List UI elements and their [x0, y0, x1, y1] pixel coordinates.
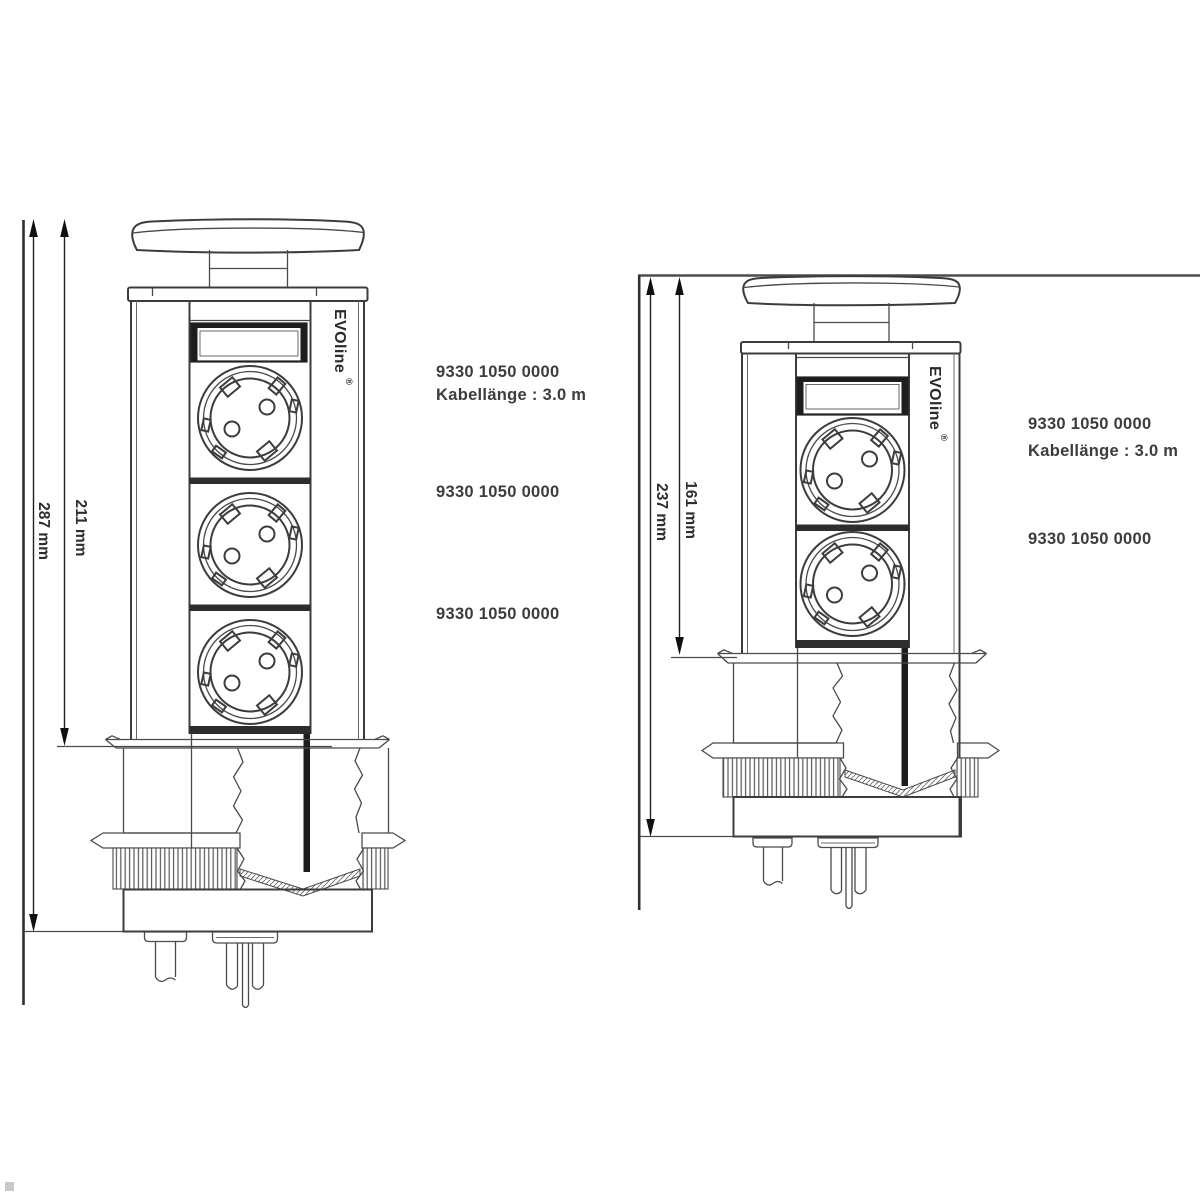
socket-column [795, 353, 910, 648]
socket-outlet-2 [197, 492, 303, 598]
socket-outlet-3 [197, 619, 303, 725]
scan-artifact [5, 1182, 14, 1191]
clamping-nut [112, 847, 389, 897]
power-cable [211, 931, 279, 1009]
dimension-total-height: 287 mm [29, 219, 52, 932]
socket-outlet-1 [799, 417, 906, 523]
dimension-above-counter: 211 mm [57, 219, 332, 748]
arrow-up-icon [675, 277, 684, 295]
registered-mark: ® [343, 378, 354, 385]
push-cap [131, 218, 365, 254]
counter-slab [732, 662, 958, 744]
arrow-down-icon [60, 728, 69, 746]
right-diagram: 237 mm 161 mm [637, 274, 1200, 910]
module-divider [189, 477, 311, 484]
torn-section-hatch [239, 868, 361, 897]
clamp-washer [89, 832, 407, 849]
blank-module-window [796, 376, 909, 416]
socket-column [188, 301, 312, 734]
module-divider [189, 604, 311, 611]
arrow-up-icon [29, 219, 38, 237]
push-cap [742, 275, 961, 307]
top-collar [740, 341, 962, 355]
dimension-label-total: 287 mm [35, 502, 52, 560]
arrow-up-icon [646, 277, 655, 295]
dimension-label-above-counter: 161 mm [682, 481, 699, 539]
top-collar [127, 286, 369, 302]
power-cable [817, 837, 879, 910]
dimension-label-total: 237 mm [653, 483, 670, 541]
torn-section-hatch [844, 769, 956, 798]
column-base-band [796, 640, 909, 648]
cable-length-label: Kabellänge : 3.0 m [436, 386, 586, 404]
dimension-label-above-counter: 211 mm [72, 500, 89, 557]
module-divider [796, 524, 909, 531]
arrow-down-icon [29, 914, 38, 932]
housing-shell [130, 301, 365, 740]
column-below-counter [796, 648, 908, 786]
registered-mark: ® [938, 434, 949, 441]
dimension-total-height: 237 mm [646, 277, 670, 837]
arrow-up-icon [60, 219, 69, 237]
part-number: 9330 1050 0000 [1028, 530, 1152, 548]
brand-logo: EVOline [926, 366, 943, 430]
clamping-nut [722, 757, 979, 798]
counter-flange [717, 649, 987, 664]
arrow-down-icon [646, 819, 655, 837]
base-housing [122, 888, 373, 933]
part-number: 9330 1050 0000 [1028, 415, 1152, 433]
brand-logo: EVOline [331, 309, 348, 373]
column-below-counter [190, 734, 310, 872]
arrow-down-icon [675, 637, 684, 655]
socket-outlet-1 [197, 365, 303, 471]
cap-stem [813, 303, 890, 343]
clamp-washer [700, 742, 1001, 759]
socket-outlet-2 [799, 531, 906, 637]
cap-stem [208, 250, 289, 288]
dimension-above-counter: 161 mm [671, 277, 737, 659]
cable-connector [143, 931, 188, 983]
part-number: 9330 1050 0000 [436, 363, 560, 381]
cable-connector [752, 837, 793, 886]
part-number: 9330 1050 0000 [436, 605, 560, 623]
base-housing [732, 796, 962, 838]
cable-length-label: Kabellänge : 3.0 m [1028, 442, 1178, 460]
part-number: 9330 1050 0000 [436, 483, 560, 501]
counter-flange [105, 735, 390, 749]
housing-shell [741, 353, 961, 837]
left-diagram: 287 mm 211 mm [22, 218, 586, 1009]
counter-slab [122, 747, 390, 834]
blank-module-window [190, 322, 308, 363]
column-base-band [189, 726, 311, 734]
